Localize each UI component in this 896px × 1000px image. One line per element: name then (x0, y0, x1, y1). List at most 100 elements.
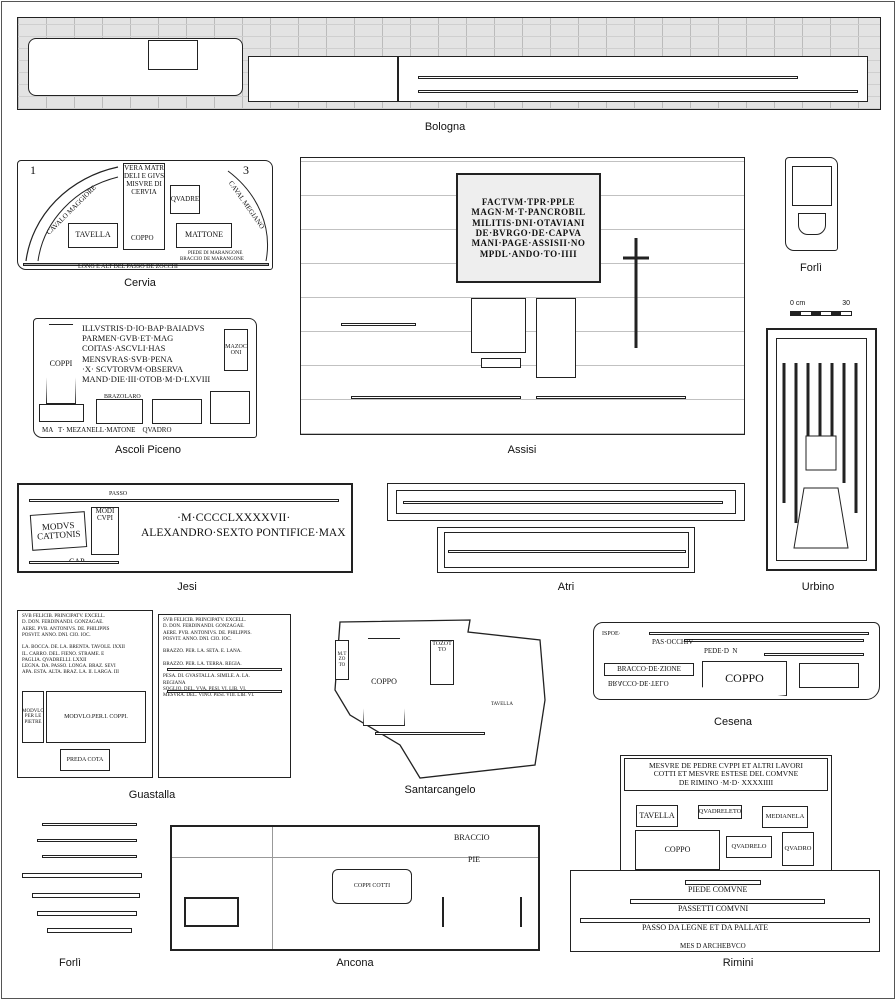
ancona-slot (184, 897, 239, 927)
rimini-medianela: MEDIANELA (762, 806, 808, 828)
guastalla-modulo-pietre: MODVLO PER LE PIETRE (22, 691, 44, 743)
caption-cesena: Cesena (714, 716, 752, 728)
guastalla-bar (167, 668, 282, 671)
bologna-bar (418, 90, 858, 93)
bologna-bar (418, 76, 798, 79)
forli-slot (792, 166, 832, 206)
ancona-braccio: BRACCIO (454, 833, 490, 842)
assisi-bar (536, 396, 686, 399)
urbino-panel (766, 328, 877, 571)
rimini-passetti: PASSETTI COMVNI (678, 904, 749, 913)
caption-cervia: Cervia (124, 277, 156, 289)
santarcangelo-bar (375, 732, 485, 735)
cervia-bar (23, 263, 269, 266)
ascoli-brick-slot (39, 404, 84, 422)
cervia-bottom-text: LONG E ALT DEL PASSO DE ZOCCHI (78, 264, 178, 270)
santarcangelo-tozotto: TOZOT TO (430, 640, 454, 685)
bologna-panel (17, 17, 881, 110)
caption-guastalla: Guastalla (128, 789, 176, 801)
cesena-bar (764, 653, 864, 656)
ancona-bar (442, 897, 522, 927)
assisi-panel: FACTVM·TPR·PPLE MAGN·M·T·PANCROBIL MILIT… (300, 157, 745, 435)
caption-jesi: Jesi (177, 581, 197, 593)
assisi-bar (341, 323, 416, 326)
santarcangelo-left: M.T ZO TO (335, 640, 349, 680)
rimini-coppo: COPPO (635, 830, 720, 870)
jesi-passo: PASSO (109, 491, 128, 497)
guastalla-right-panel: SVB FELICIB. PRINCIPATV. EXCELL. D. DON.… (158, 614, 291, 778)
ancona-divider (172, 857, 538, 858)
forli-bar (22, 873, 142, 878)
rimini-piede: PIEDE COMVNE (688, 885, 748, 894)
rimini-passo-bar (580, 918, 870, 923)
forli-bar (37, 839, 137, 842)
rimini-header: MESVRE DE PEDRE CVPPI ET ALTRI LAVORI CO… (624, 758, 828, 791)
cervia-vera-matrice: VERA MATR DELI E GIVS MISVRE DI CERVIA (123, 163, 165, 250)
cesena-piede: PEDE·D N (704, 647, 738, 655)
guastalla-modulo-coppi: MODVLO.PER.I. COPPI. (46, 691, 146, 743)
ascoli-brick-slot (96, 399, 143, 424)
caption-assisi: Assisi (507, 444, 537, 456)
ancona-divider (272, 827, 273, 949)
jesi-date: ·M·CCCCLXXXXVII· (177, 510, 291, 524)
urbino-inner-frame (776, 338, 867, 561)
cesena-left: ISPOE· (602, 631, 621, 637)
rimini-piede-bar (685, 880, 761, 885)
scale-end: 30 (842, 300, 850, 307)
assisi-inscription-plaque: FACTVM·TPR·PPLE MAGN·M·T·PANCROBIL MILIT… (456, 173, 601, 283)
rimini-passo: PASSO DA LEGNE ET DA PALLATE (642, 923, 769, 932)
santarcangelo-coppo: COPPO (363, 638, 405, 726)
forli-slot (798, 213, 826, 235)
guastalla-bar (167, 690, 282, 693)
urbino-rods (782, 363, 858, 549)
cesena-bar (649, 632, 869, 635)
cervia-arc (25, 166, 268, 262)
forli-bar (37, 911, 137, 916)
ascoli-coppi: COPPI (46, 324, 76, 404)
scale-line (790, 311, 852, 316)
cesena-slot (799, 663, 859, 688)
jesi-bar (29, 561, 119, 564)
bologna-measure-slot (28, 38, 243, 96)
ancona-panel: BRACCIO PIE COPPI COTTI (170, 825, 540, 951)
cervia-tavella: TAVELLA (68, 223, 118, 248)
forli-bar (32, 893, 140, 898)
jesi-modus-cattonis: MODVS CATTONIS (29, 511, 88, 551)
cervia-braccio: BRACCIO DE MARANGONE (180, 257, 244, 262)
assisi-measure-slot (481, 358, 521, 368)
forli-bottom-panel (17, 823, 145, 935)
ascoli-brick-slot (210, 391, 250, 424)
scale-start: 0 cm (790, 300, 806, 307)
rimini-quadrello: QVADRELO (726, 836, 772, 858)
cervia-number-3: 3 (243, 163, 249, 177)
santarcangelo-tavella: TAVELLA (491, 702, 514, 707)
guastalla-left-text: SVB FELICIB. PRINCIPATV. EXCELL. D. DON.… (22, 614, 125, 676)
cesena-coppo: COPPO (702, 661, 787, 696)
caption-ascoli-piceno: Ascoli Piceno (114, 444, 182, 456)
rimini-archibuco: MES D ARCHEBVCO (680, 942, 746, 950)
ancona-coppi-cotti: COPPI COTTI (332, 869, 412, 904)
ascoli-brick-slot (152, 399, 202, 424)
caption-urbino: Urbino (801, 581, 835, 593)
rimini-quadreletto: QVADRELETO (698, 805, 742, 819)
guastalla-right-text: SVB FELICIB. PRINCIPATV. EXCELL. D. DON.… (163, 618, 255, 698)
atri-upper-panel (387, 483, 745, 521)
rimini-tavella: TAVELLA (636, 805, 678, 827)
ancona-pie: PIE (468, 855, 480, 864)
forli-bar (42, 855, 137, 858)
rimini-quadro: QVADRO (782, 832, 814, 866)
bologna-measure-slot (248, 56, 398, 102)
forli-bar (42, 823, 137, 826)
cesena-passo: PAS·OCCHIV (652, 638, 694, 646)
jesi-modi-cupi: MODI CVPI (91, 507, 119, 555)
jesi-bar (29, 499, 339, 502)
cervia-coppo: COPPO (131, 234, 154, 242)
bologna-slot (148, 40, 198, 70)
atri-lower-panel (437, 527, 695, 573)
caption-forli-bottom: Forlì (59, 957, 81, 969)
caption-santarcangelo: Santarcangelo (404, 784, 476, 796)
caption-atri: Atri (557, 581, 575, 593)
caption-rimini: Rimini (722, 957, 754, 969)
ascoli-bottom-text: MA T· MEZANELL·MATONE QVADRO (42, 426, 172, 434)
cervia-piede: PIEDE DI MARANGONE (188, 251, 243, 256)
